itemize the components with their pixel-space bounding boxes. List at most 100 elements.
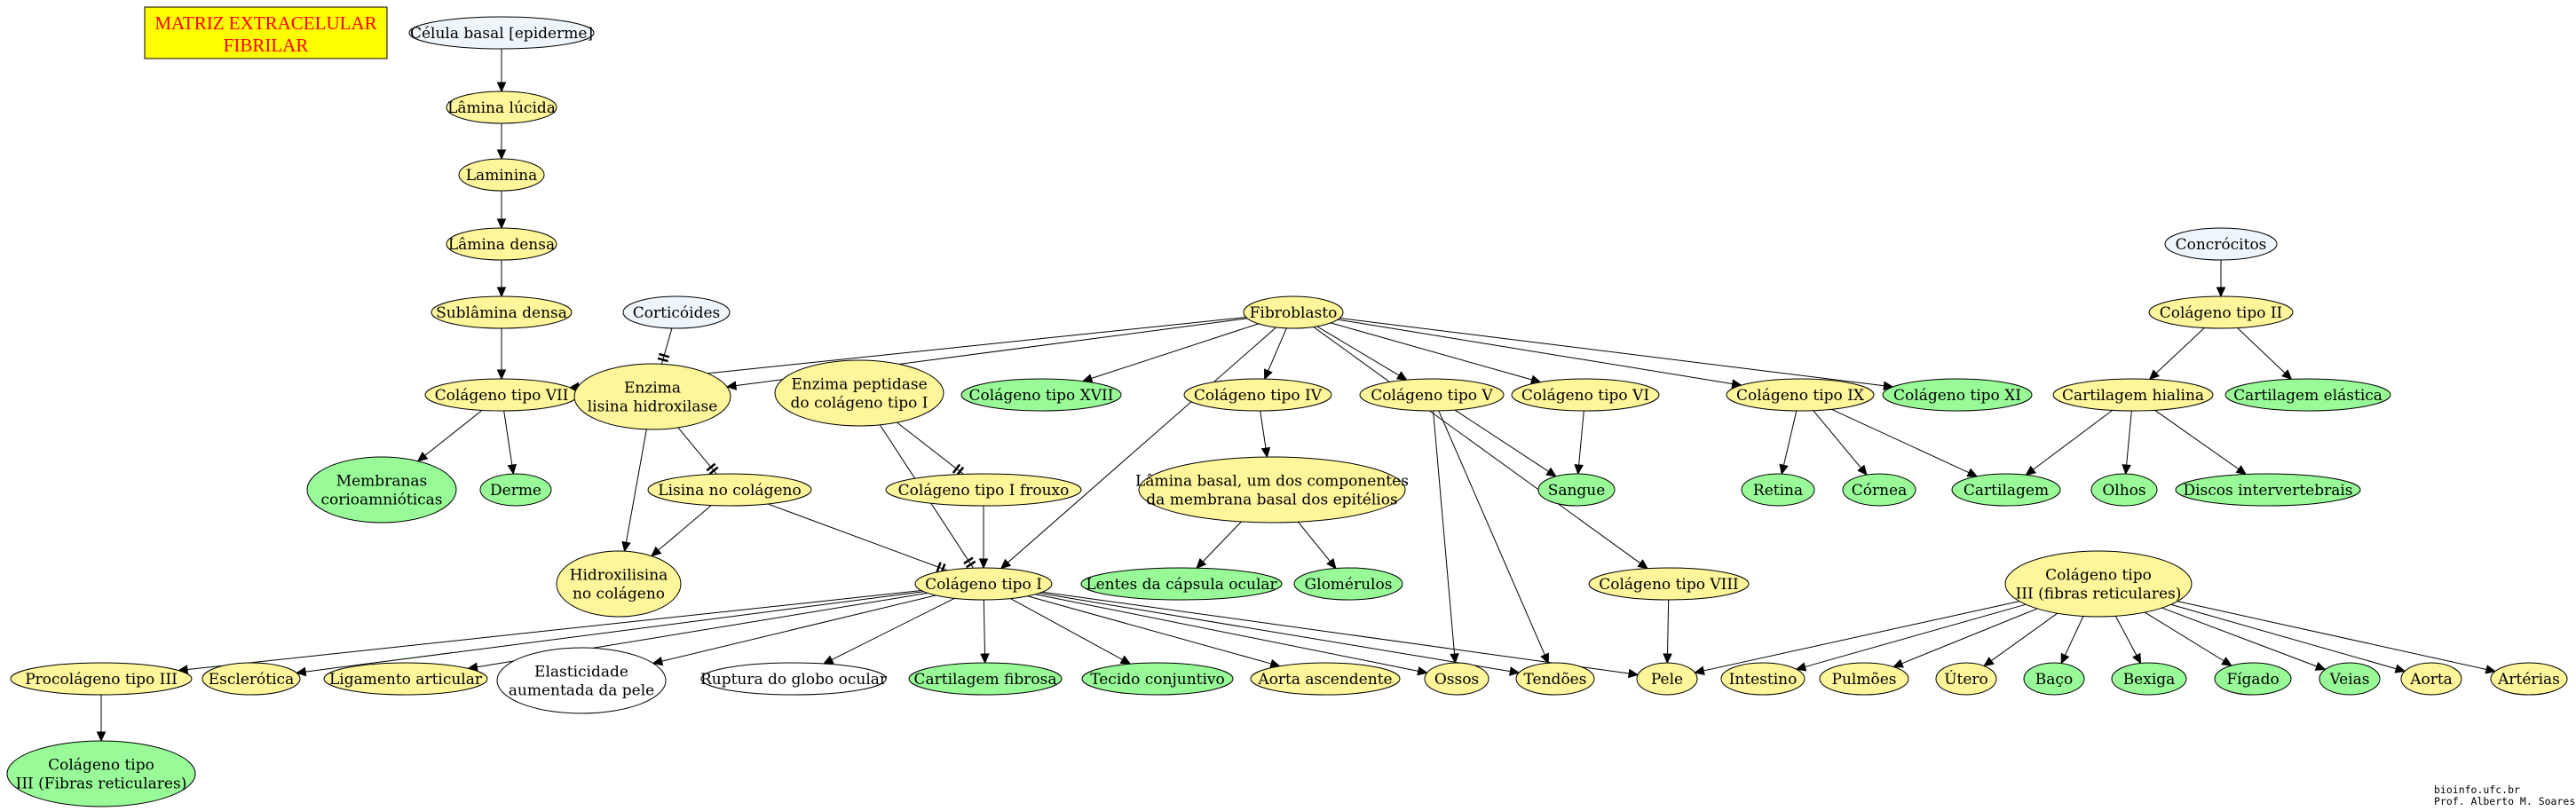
edge-line [1703, 601, 2020, 672]
node-col17: Colágeno tipo XVII [960, 378, 1122, 412]
arrowhead [1417, 666, 1428, 676]
node-label: Colágeno tipo I frouxo [898, 482, 1070, 500]
node-label: Colágeno tipo V [1371, 387, 1493, 405]
node-laminina: Laminina [458, 158, 545, 192]
edge-fibroblasto-to-col4 [1264, 327, 1287, 381]
node-ellipse [1951, 473, 2061, 507]
edge-col1-to-tendoes [1039, 592, 1521, 676]
edge-line [1010, 598, 1123, 660]
arrowhead [2281, 369, 2293, 381]
edge-lamina-lucida-to-laminina [496, 123, 507, 161]
edge-col1-to-pele [1042, 591, 1640, 679]
node-label: Colágeno tipo II [2160, 304, 2283, 322]
node-celula-basal: Célula basal [epiderme] [408, 16, 595, 50]
node-lentes: Lentes da cápsula ocular [1080, 567, 1283, 601]
arrowhead [2132, 652, 2142, 665]
node-label: Hidroxilisina [570, 567, 668, 585]
node-label: Colágeno tipo XI [1893, 387, 2021, 405]
edge-line [2237, 327, 2286, 374]
edge-line [677, 427, 717, 475]
edge-celula-basal-to-lamina-lucida [496, 49, 507, 93]
node-cart-fibrosa: Cartilagem fibrosa [908, 662, 1063, 696]
edge-col3-top-to-figado [2144, 611, 2232, 666]
edge-line [424, 410, 483, 456]
title-box [144, 6, 388, 59]
node-pele: Pele [1636, 662, 1698, 696]
node-label: Fígado [2226, 671, 2279, 689]
edge-line [1260, 410, 1267, 449]
edge-lamina-densa-to-sublamina [496, 260, 507, 298]
node-col2: Colágeno tipo II [2148, 295, 2294, 329]
node-ellipse [1819, 662, 1909, 696]
node-ossos: Ossos [1424, 662, 1489, 696]
tee-bar [659, 352, 670, 358]
node-ellipse [496, 647, 667, 714]
node-lamina-densa: Lâmina densa [446, 227, 557, 261]
edge-line [304, 591, 924, 673]
node-label: Cartilagem elástica [2233, 387, 2382, 405]
arrowhead [2485, 665, 2497, 674]
edge-line [503, 410, 513, 466]
node-ellipse [1243, 295, 1344, 329]
arrowhead [496, 82, 507, 93]
node-label: Colágeno tipo IX [1736, 387, 1865, 405]
edge-line [186, 590, 922, 671]
node-cornea: Córnea [1842, 473, 1916, 507]
node-label: Lentes da cápsula ocular [1086, 576, 1277, 594]
node-label: Retina [1753, 482, 1803, 500]
node-label: corioamnióticas [320, 492, 442, 509]
arrowhead [978, 558, 989, 570]
node-aorta: Aorta [2400, 662, 2462, 696]
edge-line [1330, 322, 1532, 381]
arrowhead [2394, 664, 2406, 673]
node-ellipse [2490, 662, 2568, 696]
node-ellipse [1293, 567, 1403, 601]
edges-layer [96, 49, 2497, 743]
arrowhead [2216, 287, 2226, 298]
node-esclerotica: Esclerótica [201, 662, 301, 696]
arrowhead [1983, 657, 1995, 667]
node-ellipse [1842, 473, 1916, 507]
node-ellipse [2023, 662, 2085, 696]
node-discos: Discos intervertebrais [2175, 473, 2361, 507]
arrowhead [496, 218, 507, 230]
node-label: Enzima peptidase [791, 376, 927, 394]
node-ellipse [700, 662, 887, 696]
node-label: Ruptura do globo ocular [700, 671, 888, 689]
edge-line [1901, 608, 2038, 665]
node-col4: Colágeno tipo IV [1183, 378, 1332, 412]
node-utero: Útero [1935, 662, 1997, 696]
node-ellipse [323, 662, 488, 696]
node-aorta-asc: Aorta ascendente [1250, 662, 1401, 696]
node-label: Útero [1944, 670, 1988, 689]
node-label: Colágeno tipo VIII [1599, 576, 1739, 594]
edge-col3-top-to-bexiga [2114, 616, 2142, 665]
edge-line [831, 597, 955, 660]
node-ellipse [1636, 662, 1698, 696]
node-label: Colágeno tipo [2045, 567, 2152, 585]
node-baco: Baço [2023, 662, 2085, 696]
edge-col8-to-pele [1663, 599, 1672, 665]
node-label: Lâmina basal, um dos componentes [1135, 473, 1409, 491]
node-ellipse [2148, 295, 2294, 329]
node-label: aumentada da pele [509, 682, 654, 700]
node-label: Baço [2035, 671, 2073, 689]
edge-cart-hialina-to-cartilagem [2025, 409, 2114, 476]
credit-site: bioinfo.ufc.br [2434, 783, 2520, 796]
edge-sublamina-to-col7 [496, 328, 507, 381]
node-label: Colágeno tipo VII [435, 387, 569, 405]
node-col7: Colágeno tipo VII [424, 378, 579, 412]
node-ellipse [1080, 567, 1283, 601]
arrowhead [725, 381, 738, 390]
edge-line [661, 594, 936, 662]
arrowhead [1545, 467, 1557, 477]
edge-col3-top-to-baco [2060, 616, 2084, 665]
node-col8: Colágeno tipo VIII [1588, 567, 1750, 601]
node-ellipse [201, 662, 301, 696]
credit-author: Prof. Alberto M. Soares [2434, 795, 2575, 807]
node-ellipse [2090, 473, 2158, 507]
node-ellipse [10, 662, 193, 696]
node-sangue: Sangue [1537, 473, 1616, 507]
